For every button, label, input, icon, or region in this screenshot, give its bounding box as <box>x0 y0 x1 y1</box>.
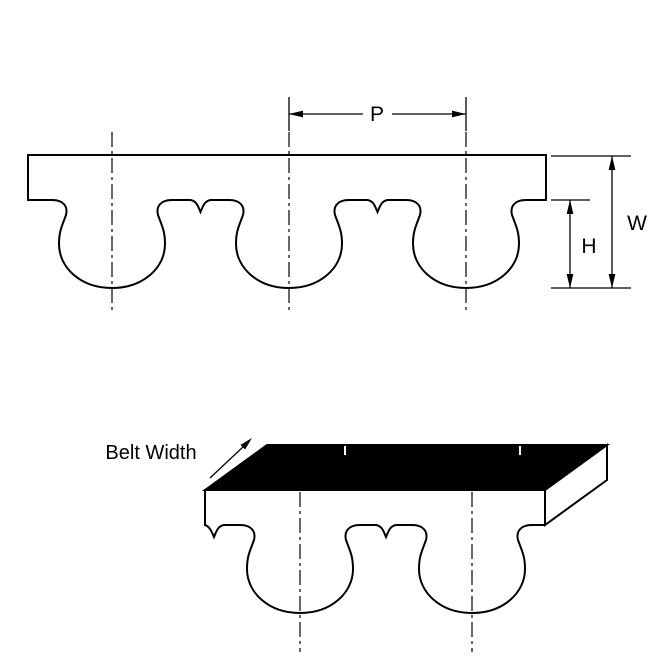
width-arrowhead-top <box>608 156 616 170</box>
tooth-height-label: H <box>581 235 596 258</box>
overall-width-label: W <box>627 212 647 235</box>
pitch-label: P <box>370 103 384 126</box>
belt-width-arrowhead <box>240 438 252 450</box>
height-arrowhead-bottom <box>566 274 574 288</box>
belt-width-leader-line <box>209 445 245 479</box>
belt-width-label: Belt Width <box>105 442 196 464</box>
belt-3d-top-face <box>201 444 611 491</box>
width-arrowhead-bottom <box>608 274 616 288</box>
pitch-arrowhead-left <box>289 110 303 118</box>
belt-cross-section-profile <box>27 154 547 290</box>
pitch-label-mask <box>363 102 392 124</box>
belt-3d-front-face <box>204 489 546 615</box>
height-arrowhead-top <box>566 200 574 214</box>
pitch-arrowhead-right <box>452 110 466 118</box>
